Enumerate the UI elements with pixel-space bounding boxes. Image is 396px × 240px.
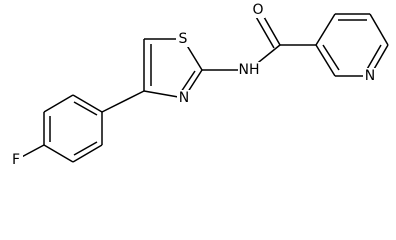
- bond-carbonyl-o-second: [254, 14, 275, 49]
- fluorine-atom-label: F: [12, 152, 20, 168]
- bond-py-c6-n-inner: [365, 44, 382, 72]
- pyridine-nitrogen-atom-label: N: [365, 68, 375, 84]
- chemical-structure-diagram: F S N NH O N: [9, 2, 389, 168]
- atom-labels: F S N NH O N: [9, 2, 377, 168]
- bond-c2-n3-inner: [180, 70, 196, 93]
- bond-lines: [15, 9, 389, 163]
- pyridine-nitrogen-label-bg: [363, 68, 377, 84]
- thiazole-nitrogen-label-bg: [177, 90, 191, 106]
- bond-py-c4-c3-inner: [322, 44, 340, 71]
- bond-c6-c1: [43, 144, 74, 163]
- sulfur-label-bg: [176, 31, 190, 47]
- bond-py-c3-c2: [315, 13, 336, 46]
- bond-c2-c3: [43, 94, 74, 113]
- carbonyl-oxygen-atom-label: O: [252, 2, 263, 18]
- sulfur-atom-label: S: [179, 31, 188, 47]
- fluorine-label-bg: [9, 152, 23, 168]
- bond-phenyl-thiazole: [101, 90, 145, 113]
- bond-c5-c6-inner: [73, 141, 98, 156]
- bond-py-c4-c3: [315, 44, 336, 77]
- thiazole-nitrogen-atom-label: N: [179, 90, 189, 106]
- bond-c5-c6: [72, 144, 103, 163]
- bond-py-c1-c6: [369, 13, 389, 46]
- amide-nitrogen-label-bg: [238, 62, 260, 78]
- bond-c3-c4-inner: [73, 101, 98, 116]
- amide-nh-atom-label: NH: [239, 62, 260, 78]
- bond-c3-c4: [72, 94, 103, 113]
- oxygen-label-bg: [251, 2, 265, 18]
